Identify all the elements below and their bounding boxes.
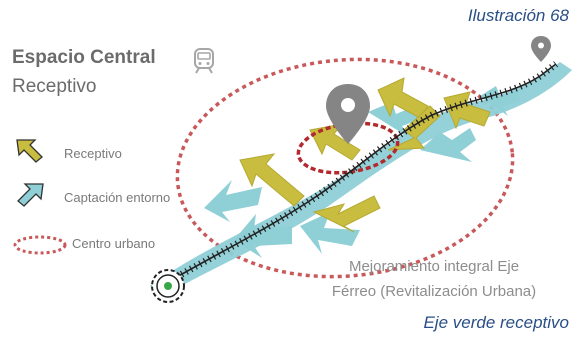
small-location-pin-icon: [531, 36, 551, 62]
train-icon: [194, 48, 214, 74]
receptivo-legend-arrow-icon: [16, 139, 43, 163]
green-dot-icon: [151, 269, 185, 303]
captacion-arrow: [420, 128, 476, 162]
legend-captacion-label: Captación entorno: [64, 190, 171, 205]
captacion-arrow: [204, 180, 262, 222]
location-pin-icon: [326, 84, 370, 144]
receptivo-arrow: [312, 195, 381, 233]
figure-caption-bottom: Eje verde receptivo: [423, 313, 569, 332]
figure-caption-top: Ilustración 68: [467, 6, 569, 25]
urban-center-legend-ellipse-icon: [13, 235, 67, 255]
captacion-legend-arrow-icon: [17, 183, 44, 207]
diagram-title: Espacio Central: [12, 47, 156, 68]
diagram-subtitle: Receptivo: [12, 76, 97, 97]
urban-center-outer-ellipse: [175, 57, 515, 279]
receptivo-arrow: [239, 153, 305, 207]
captacion-arrow: [300, 212, 360, 254]
receptivo-arrows: [239, 77, 491, 233]
receptivo-arrow: [443, 91, 491, 130]
railway-line: [167, 63, 557, 283]
captacion-arrow: [234, 214, 292, 258]
captacion-arrows: [204, 86, 520, 258]
description-line-1: Mejoramiento integral Eje: [348, 258, 520, 275]
legend-receptivo-label: Receptivo: [64, 146, 122, 161]
description-line-2: Férreo (Revitalización Urbana): [331, 283, 537, 300]
legend-centro-label: Centro urbano: [72, 236, 156, 251]
project-description: Mejoramiento integral Eje Férreo (Revita…: [300, 254, 568, 304]
